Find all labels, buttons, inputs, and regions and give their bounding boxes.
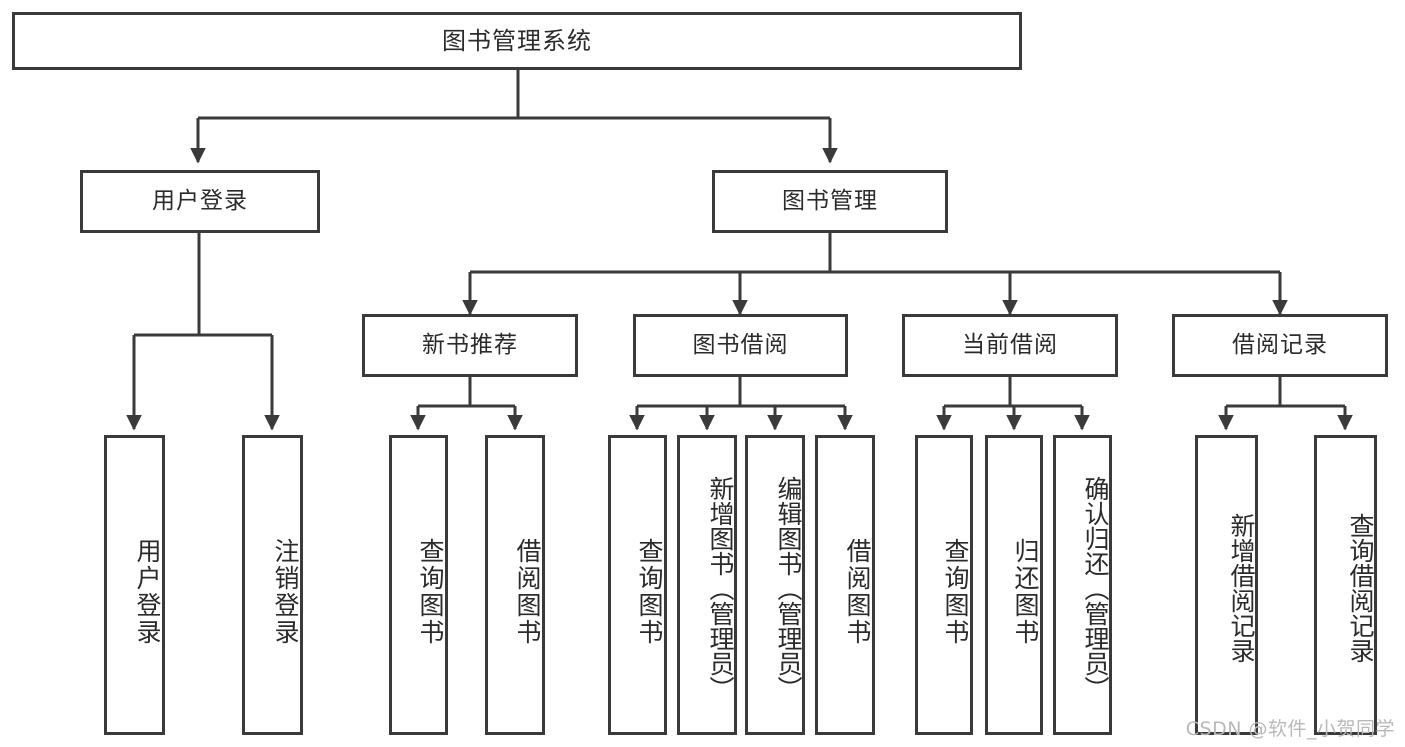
node-book-manage[interactable]: 图书管理 (712, 170, 948, 233)
node-label: 新增图书（管理员） (706, 475, 735, 701)
leaf-user-login[interactable]: 用户登录 (104, 435, 165, 735)
csdn-watermark: CSDN @软件_小贺同学 (1185, 718, 1395, 740)
leaf-add-book[interactable]: 新增图书（管理员） (677, 435, 737, 735)
leaf-query-book-3[interactable]: 查询图书 (915, 435, 973, 735)
node-label: 图书管理 (782, 187, 878, 214)
leaf-query-book-2[interactable]: 查询图书 (608, 435, 667, 735)
node-label: 确认归还（管理员） (1081, 475, 1110, 701)
leaf-return-book[interactable]: 归还图书 (985, 435, 1043, 735)
node-label: 用户登录 (152, 187, 248, 214)
node-label: 查询图书 (635, 538, 664, 646)
node-label: 借阅记录 (1232, 331, 1328, 358)
node-label: 用户登录 (133, 538, 162, 646)
node-user-login[interactable]: 用户登录 (80, 170, 320, 233)
node-label: 当前借阅 (962, 331, 1058, 358)
node-book-borrow[interactable]: 图书借阅 (633, 314, 848, 377)
leaf-edit-book[interactable]: 编辑图书（管理员） (745, 435, 805, 735)
node-label: 图书管理系统 (442, 26, 592, 55)
node-label: 查询借阅记录 (1346, 513, 1375, 663)
node-label: 新增借阅记录 (1227, 513, 1256, 663)
node-borrow-record[interactable]: 借阅记录 (1172, 314, 1388, 377)
node-label: 查询图书 (941, 538, 970, 646)
node-label: 借阅图书 (513, 538, 542, 646)
node-current-borrow[interactable]: 当前借阅 (902, 314, 1118, 377)
node-label: 归还图书 (1011, 538, 1040, 646)
node-new-book-recommend[interactable]: 新书推荐 (362, 314, 578, 377)
node-label: 注销登录 (271, 538, 300, 646)
node-label: 新书推荐 (422, 331, 518, 358)
leaf-query-book-1[interactable]: 查询图书 (389, 435, 448, 735)
leaf-query-record[interactable]: 查询借阅记录 (1314, 435, 1377, 735)
leaf-borrow-book-2[interactable]: 借阅图书 (815, 435, 875, 735)
node-label: 借阅图书 (843, 538, 872, 646)
node-label: 查询图书 (416, 538, 445, 646)
leaf-logout[interactable]: 注销登录 (242, 435, 303, 735)
leaf-add-record[interactable]: 新增借阅记录 (1195, 435, 1258, 735)
node-label: 图书借阅 (692, 331, 789, 358)
node-label: 编辑图书（管理员） (774, 475, 803, 701)
leaf-confirm-return[interactable]: 确认归还（管理员） (1053, 435, 1112, 735)
node-root-system[interactable]: 图书管理系统 (12, 12, 1022, 70)
leaf-borrow-book-1[interactable]: 借阅图书 (485, 435, 545, 735)
